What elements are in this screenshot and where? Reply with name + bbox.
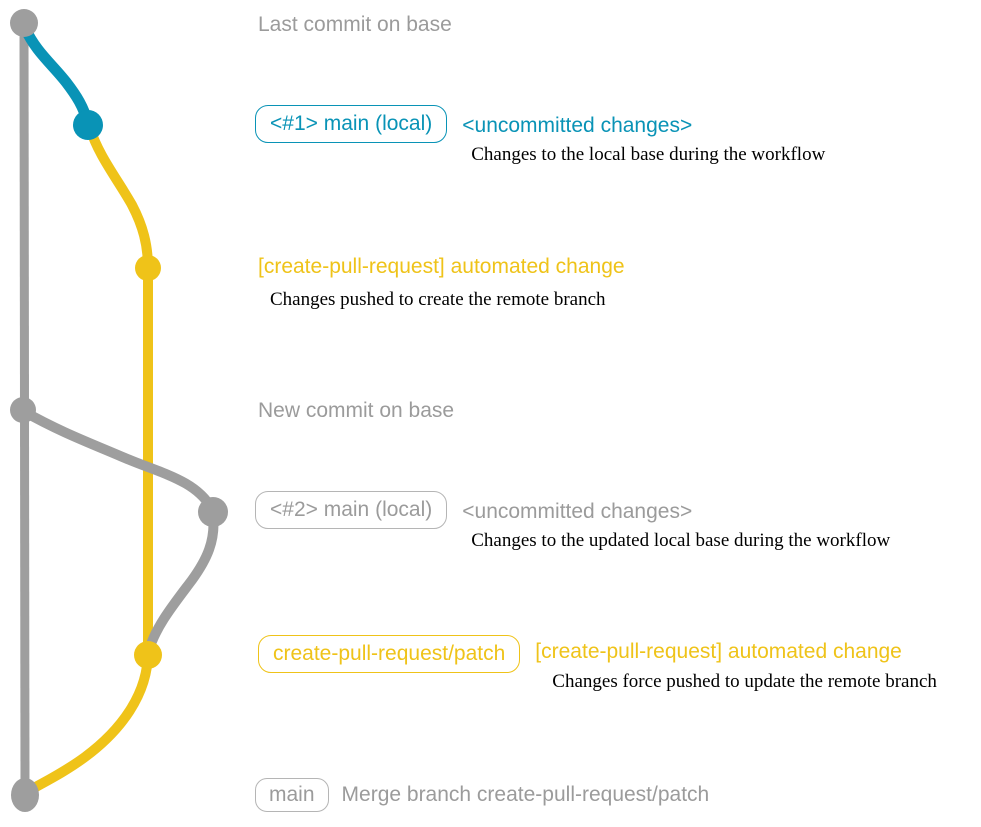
node-local-main-1 xyxy=(73,110,103,140)
node-merge-commit xyxy=(11,778,39,812)
badge-main-local-1: <#1> main (local) xyxy=(255,105,448,143)
node-local-main-2 xyxy=(198,497,228,527)
label-merge-branch: Merge branch create-pull-request/patch xyxy=(341,783,710,806)
title-automated-change-2: [create-pull-request] automated change xyxy=(535,640,902,663)
desc-uncommitted-changes-2: Changes to the updated local base during… xyxy=(471,530,891,551)
local-main-branch-line xyxy=(19,22,94,130)
desc-automated-change-2: Changes force pushed to update the remot… xyxy=(552,671,937,692)
title-uncommitted-changes-2: <uncommitted changes> xyxy=(462,500,693,523)
row-merge-commit: main Merge branch create-pull-request/pa… xyxy=(255,778,709,812)
row-local-main-1: <#1> main (local) <uncommitted changes> … xyxy=(255,105,825,166)
label-last-commit-on-base: Last commit on base xyxy=(258,13,452,36)
node-last-commit-on-base xyxy=(10,9,38,37)
title-uncommitted-changes-1: <uncommitted changes> xyxy=(462,114,693,137)
commit-graph xyxy=(10,9,228,812)
badge-main: main xyxy=(255,778,329,812)
row-remote-branch: create-pull-request/patch [create-pull-r… xyxy=(258,635,937,693)
node-automated-change-1 xyxy=(135,255,161,281)
title-automated-change-1: [create-pull-request] automated change xyxy=(258,255,625,278)
local-branch-loop-line xyxy=(20,407,219,655)
annotation-local-main-1: <uncommitted changes> Changes to the loc… xyxy=(462,105,825,166)
badge-main-local-2: <#2> main (local) xyxy=(255,491,448,529)
badge-create-pull-request-patch: create-pull-request/patch xyxy=(258,635,521,673)
node-automated-change-2 xyxy=(134,641,162,669)
node-new-commit-on-base xyxy=(10,397,36,423)
label-new-commit-on-base: New commit on base xyxy=(258,399,455,422)
annotation-local-main-2: <uncommitted changes> Changes to the upd… xyxy=(462,491,890,552)
desc-automated-change-1: Changes pushed to create the remote bran… xyxy=(270,289,606,310)
row-local-main-2: <#2> main (local) <uncommitted changes> … xyxy=(255,491,890,552)
annotation-automated-change-2: [create-pull-request] automated change C… xyxy=(535,635,937,693)
desc-uncommitted-changes-1: Changes to the local base during the wor… xyxy=(471,144,826,165)
